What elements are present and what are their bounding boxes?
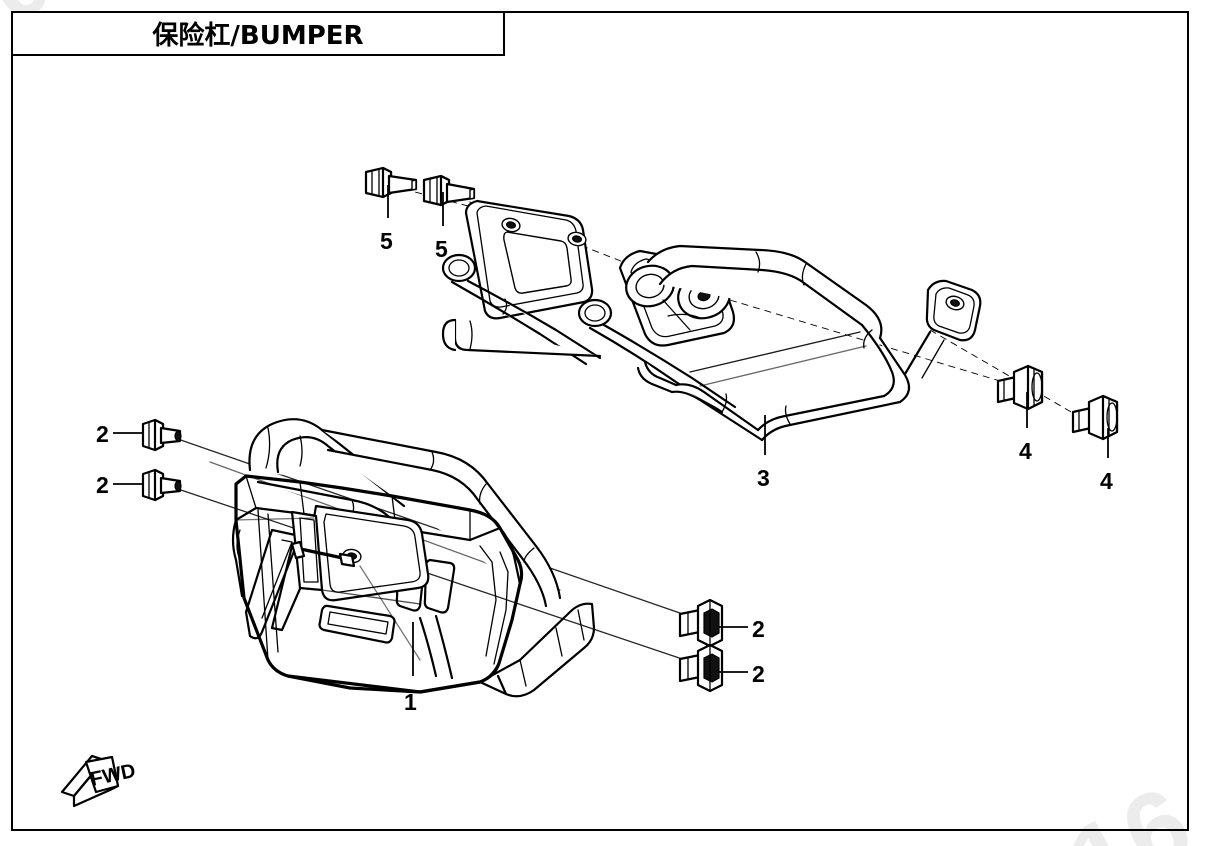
callout-number-4a: 4 xyxy=(1019,438,1032,464)
callout-number-2b: 2 xyxy=(96,472,109,498)
callout-number-2c: 2 xyxy=(752,616,765,642)
part-4-hex-bolt-b xyxy=(1071,394,1119,441)
page-title: 保险杠/BUMPER xyxy=(152,21,364,51)
callout-number-1: 1 xyxy=(404,689,417,715)
part-2-flange-nut-b xyxy=(678,643,724,693)
page-border xyxy=(11,11,1189,831)
callout-number-5b: 5 xyxy=(435,236,448,262)
callout-number-4b: 4 xyxy=(1100,468,1113,494)
callout-number-3: 3 xyxy=(757,465,770,491)
part-2-flange-nut-a xyxy=(678,598,724,648)
part-5-flange-bolt-a xyxy=(364,166,418,199)
part-5-flange-bolt-b xyxy=(422,174,476,207)
fwd-orientation-symbol: FWD xyxy=(60,754,138,808)
part-1-bumper-assembly xyxy=(231,418,596,698)
callout-number-5a: 5 xyxy=(380,228,393,254)
title-box: 保险杠/BUMPER xyxy=(11,11,505,56)
callout-number-2d: 2 xyxy=(752,661,765,687)
part-2-flange-bolt-a xyxy=(141,418,182,452)
callout-number-2a: 2 xyxy=(96,421,109,447)
callout-leader-lines xyxy=(113,185,1109,676)
part-3-upper-left-bracket xyxy=(441,199,602,366)
part-4-hex-bolt-a xyxy=(996,364,1044,411)
part-3-tubular-guard-frame xyxy=(636,244,982,442)
part-2-flange-bolt-b xyxy=(141,468,182,502)
